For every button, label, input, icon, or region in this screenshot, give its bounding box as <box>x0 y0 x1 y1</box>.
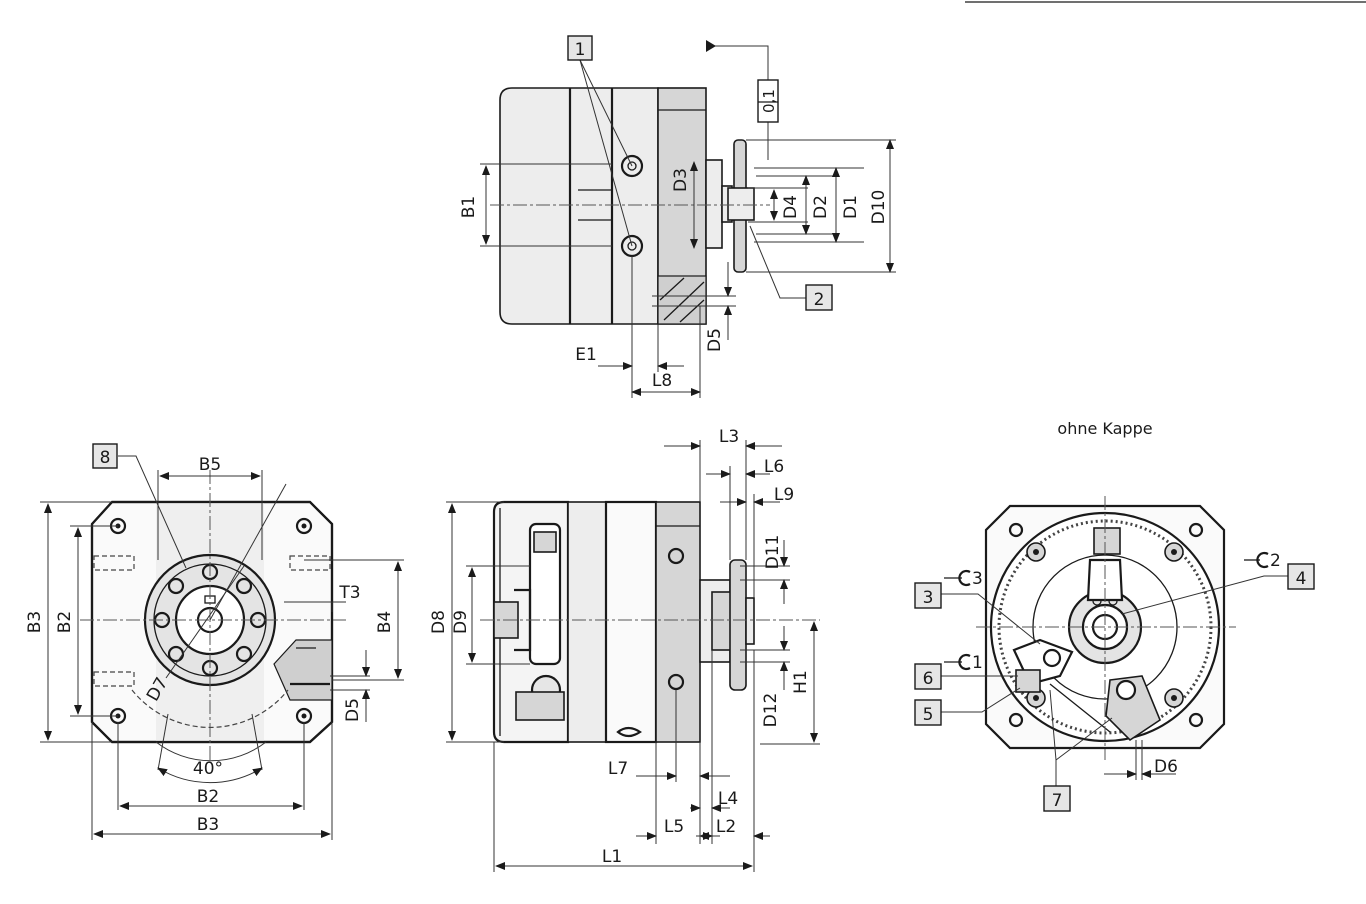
caption-without-cap: ohne Kappe <box>1057 419 1152 438</box>
view-side-section <box>446 440 820 872</box>
dim-B2-horizontal: B2 <box>197 787 219 807</box>
dim-L7: L7 <box>608 759 628 779</box>
dim-B3-horizontal: B3 <box>197 815 219 835</box>
dim-E1: E1 <box>575 345 597 365</box>
view-front-flange <box>40 455 404 840</box>
section-hatch <box>657 275 707 325</box>
dim-B5: B5 <box>199 455 221 475</box>
wrench-3-label: 3 <box>972 569 983 589</box>
callout-2-label: 2 <box>814 290 825 310</box>
housing-body <box>499 87 659 325</box>
callout-1-label: 1 <box>575 40 586 60</box>
dim-L3: L3 <box>719 427 739 447</box>
dim-L1: L1 <box>602 847 622 867</box>
callout-7-label: 7 <box>1052 791 1063 811</box>
callout-3-label: 3 <box>923 588 934 608</box>
wrench-1-label: 1 <box>972 653 983 673</box>
callout-7: 7 <box>1043 785 1071 812</box>
dim-D5-top: D5 <box>705 328 725 352</box>
callout-4-label: 4 <box>1296 569 1307 589</box>
callout-5: 5 <box>914 699 942 726</box>
dim-D5-front: D5 <box>343 698 363 722</box>
angle-label: 40° <box>193 759 223 779</box>
callout-8-label: 8 <box>100 448 111 468</box>
callout-3: 3 <box>914 582 942 609</box>
wrench-2-label: 2 <box>1270 551 1281 571</box>
callout-5-label: 5 <box>923 705 934 725</box>
dim-L6: L6 <box>764 457 784 477</box>
callout-6: 6 <box>914 663 942 690</box>
dim-D6: D6 <box>1154 757 1178 777</box>
dim-D1: D1 <box>841 195 861 219</box>
dim-L9: L9 <box>774 485 794 505</box>
tolerance-label: 0,1 <box>760 89 778 113</box>
dim-B2-vertical: B2 <box>55 611 75 633</box>
view-top-side <box>480 40 896 398</box>
dim-B4: B4 <box>375 611 395 633</box>
callout-4: 4 <box>1287 563 1315 590</box>
view-without-cap <box>940 496 1288 786</box>
dim-D12: D12 <box>761 693 781 728</box>
dim-D3: D3 <box>671 168 691 192</box>
dim-L8: L8 <box>652 371 672 391</box>
callout-1: 1 <box>567 35 593 61</box>
callout-2: 2 <box>805 284 833 311</box>
dim-D10: D10 <box>869 190 889 225</box>
dim-L4: L4 <box>718 789 738 809</box>
callout-6-label: 6 <box>923 669 934 689</box>
dim-H1: H1 <box>791 670 811 694</box>
dim-L5: L5 <box>664 817 684 837</box>
dim-B1: B1 <box>459 196 479 218</box>
dim-D2: D2 <box>811 195 831 219</box>
dim-D9: D9 <box>451 610 471 634</box>
dim-B3-vertical: B3 <box>25 611 45 633</box>
dim-D4: D4 <box>781 195 801 219</box>
callout-8: 8 <box>92 443 118 469</box>
dim-D8: D8 <box>429 610 449 634</box>
dim-D11: D11 <box>763 535 783 570</box>
dim-T3: T3 <box>338 583 360 603</box>
dim-L2: L2 <box>716 817 736 837</box>
